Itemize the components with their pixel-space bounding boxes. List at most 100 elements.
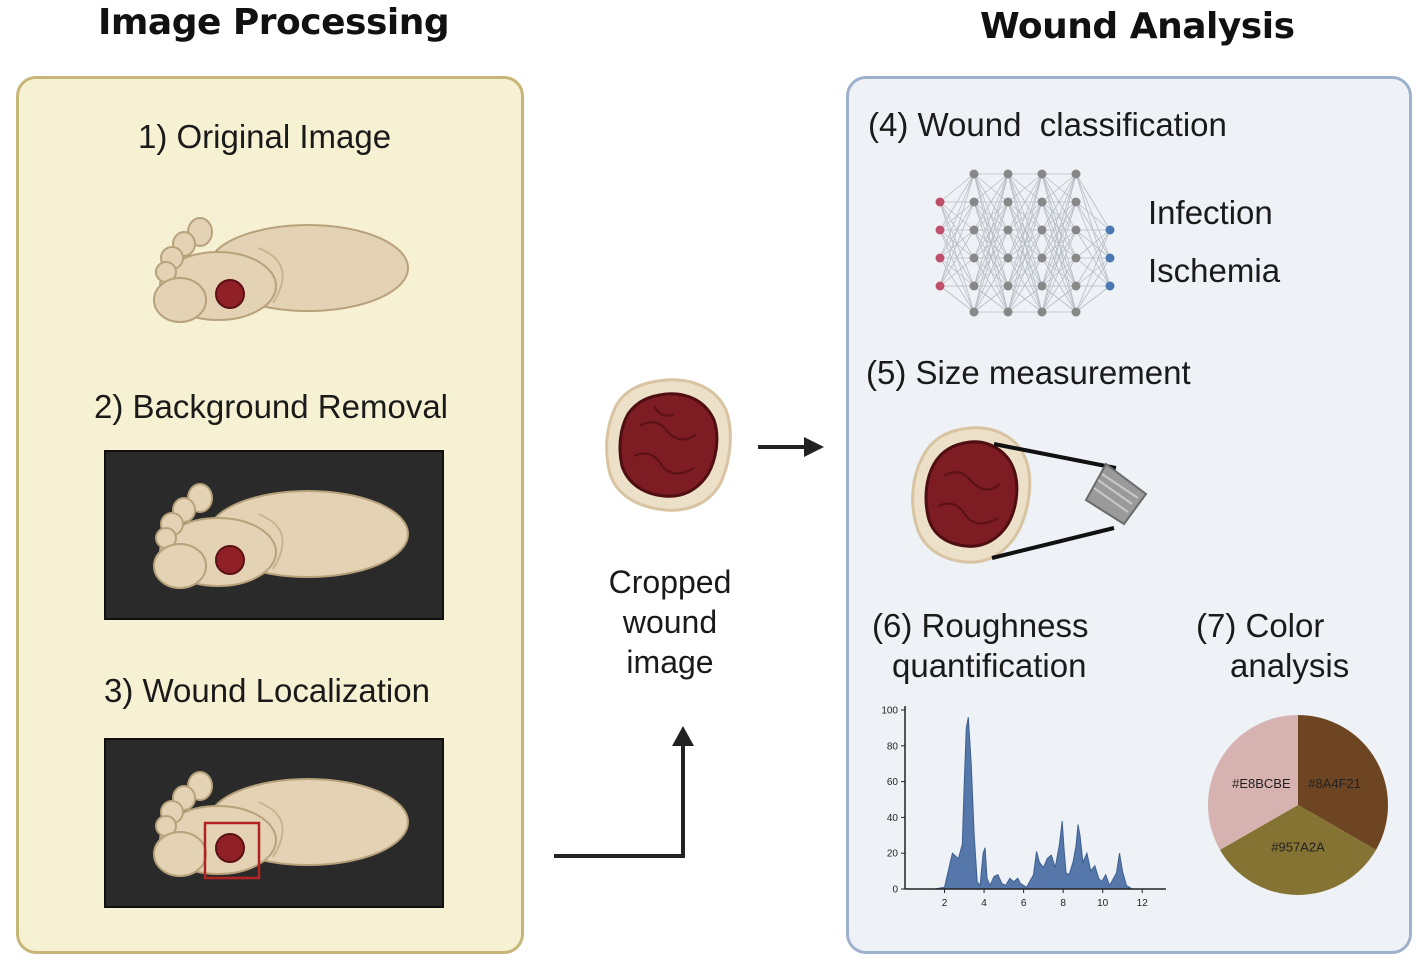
network-edge: [1041, 229, 1077, 313]
network-edge: [1007, 257, 1043, 313]
hidden-node: [1037, 225, 1047, 235]
hidden-node: [1071, 225, 1081, 235]
y-tick-label: 80: [887, 741, 899, 752]
network-edge: [973, 229, 1009, 313]
hidden-node: [1037, 169, 1047, 179]
caption-line-3: image: [626, 644, 714, 680]
network-edge: [939, 285, 975, 313]
hidden-node: [969, 281, 979, 291]
pie-slice: [1298, 715, 1388, 850]
network-edge: [1007, 173, 1043, 231]
network-edge: [1041, 173, 1077, 203]
caption-line-2: wound: [622, 604, 718, 640]
network-edge: [1007, 173, 1043, 259]
neural-network-icon: [935, 169, 1115, 317]
roughness-label: (6) Roughness quantification: [872, 606, 1088, 686]
network-edge: [939, 201, 975, 313]
x-tick-label: 12: [1137, 898, 1149, 909]
foot-on-dark-background-icon: [153, 483, 409, 589]
cropped-wound-caption: Cropped wound image: [580, 562, 760, 682]
hidden-node: [1037, 197, 1047, 207]
y-tick-label: 60: [887, 777, 899, 788]
x-tick-label: 10: [1097, 898, 1109, 909]
hidden-node: [969, 169, 979, 179]
network-edge: [939, 173, 975, 287]
network-edge: [1075, 229, 1111, 259]
input-node: [935, 225, 945, 235]
network-edge: [1041, 173, 1077, 313]
hidden-node: [1003, 169, 1013, 179]
size-measurement-label: (5) Size measurement: [866, 354, 1191, 391]
network-edge: [939, 257, 975, 287]
cropped-wound-icon: [605, 378, 732, 512]
network-edge: [939, 229, 975, 287]
network-edge: [1007, 173, 1043, 287]
output-node: [1105, 281, 1115, 291]
hidden-node: [1037, 307, 1047, 317]
hidden-node: [969, 307, 979, 317]
hidden-node: [969, 197, 979, 207]
x-tick-label: 6: [1021, 898, 1027, 909]
pie-slice-label: #E8BCBE: [1232, 776, 1291, 791]
classification-label: (4) Wound classification: [868, 106, 1227, 143]
y-tick-label: 100: [881, 706, 898, 717]
network-edge: [939, 173, 975, 203]
pie-slice-label: #8A4F21: [1308, 776, 1361, 791]
ruler-measurement-icon: [911, 426, 1148, 564]
network-edge: [939, 173, 975, 231]
pie-slice: [1219, 805, 1377, 895]
color-pie-chart: #8A4F21#957A2A#E8BCBE: [1208, 715, 1388, 895]
network-edge: [1075, 257, 1111, 313]
network-edge: [1041, 173, 1077, 287]
network-edge: [973, 285, 1009, 313]
hidden-node: [1003, 225, 1013, 235]
caption-line-1: Cropped: [608, 564, 732, 600]
wound-bounding-box: [203, 821, 261, 880]
foot-with-bounding-box-icon: [153, 771, 409, 880]
input-node: [935, 253, 945, 263]
network-edge: [973, 173, 1009, 231]
hidden-node: [1071, 197, 1081, 207]
network-edge: [1041, 257, 1077, 313]
x-tick-label: 8: [1060, 898, 1066, 909]
network-edge: [1041, 173, 1077, 259]
x-tick-label: 4: [981, 898, 987, 909]
pie-slice: [1208, 715, 1298, 850]
step-1-label: 1) Original Image: [138, 118, 392, 155]
roughness-area-series: [934, 717, 1133, 890]
network-edge: [939, 257, 975, 313]
hidden-node: [1071, 307, 1081, 317]
x-tick-label: 2: [942, 898, 948, 909]
roughness-line-2: quantification: [892, 647, 1087, 684]
roughness-line-1: (6) Roughness: [872, 607, 1089, 644]
image-processing-title: Image Processing: [98, 2, 450, 43]
color-line-2: analysis: [1230, 647, 1350, 684]
hidden-node: [969, 253, 979, 263]
network-edge: [939, 229, 975, 313]
upward-arrow-icon: [554, 726, 694, 858]
network-edge: [973, 257, 1009, 313]
hidden-node: [1071, 281, 1081, 291]
hidden-node: [969, 225, 979, 235]
foot-with-wound-icon: [153, 217, 409, 323]
right-arrow-icon: [758, 437, 824, 457]
hidden-node: [1003, 307, 1013, 317]
network-edges: [939, 173, 1111, 313]
input-node: [935, 281, 945, 291]
hidden-node: [1071, 253, 1081, 263]
network-edge: [973, 173, 1009, 287]
network-edge: [1075, 229, 1111, 313]
step-3-label: 3) Wound Localization: [104, 672, 430, 709]
step-2-label: 2) Background Removal: [94, 388, 449, 425]
input-node: [935, 197, 945, 207]
network-edge: [973, 173, 1009, 313]
color-line-1: (7) Color: [1196, 607, 1325, 644]
network-edge: [1075, 201, 1111, 231]
network-edge: [1075, 285, 1111, 313]
y-tick-label: 40: [887, 813, 899, 824]
hidden-node: [1003, 281, 1013, 291]
network-edge: [1075, 173, 1111, 231]
network-edge: [1007, 173, 1043, 203]
network-edge: [973, 201, 1009, 313]
